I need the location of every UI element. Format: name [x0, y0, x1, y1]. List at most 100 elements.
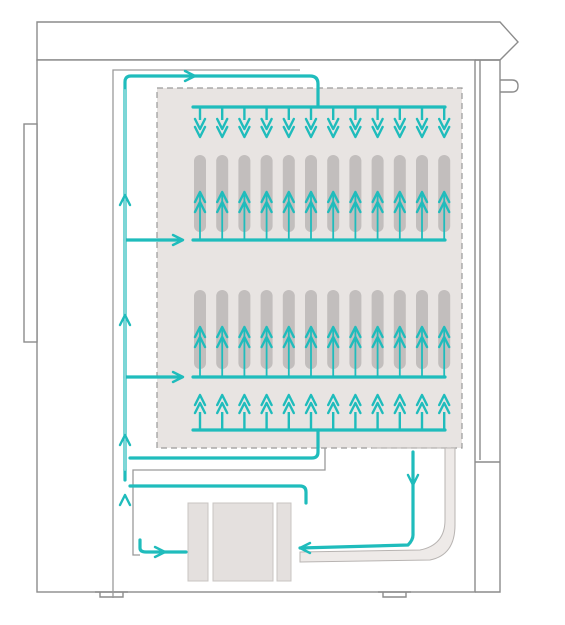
racks: [193, 107, 451, 430]
airflow-arrow-icon: [327, 393, 340, 407]
airflow-arrow-icon: [260, 401, 273, 415]
airflow-arrow-icon: [371, 401, 384, 415]
airflow-arrow-icon: [393, 393, 406, 407]
airflow-arrow-icon: [371, 190, 384, 204]
airflow-line: [128, 428, 320, 460]
airflow-arrow-icon: [327, 125, 340, 139]
airflow-arrow-icon: [438, 190, 451, 204]
airflow-arrow-icon: [349, 325, 362, 339]
airflow-arrow-icon: [327, 200, 340, 214]
airflow-arrow-icon: [153, 545, 167, 559]
airflow-arrow-icon: [371, 393, 384, 407]
airflow-arrow-icon: [438, 200, 451, 214]
airflow-arrow-icon: [393, 335, 406, 349]
airflow-line: [138, 538, 188, 554]
airflow-arrow-icon: [438, 325, 451, 339]
airflow-arrow-icon: [349, 335, 362, 349]
airflow-arrow-icon: [260, 335, 273, 349]
airflow-arrow-icon: [215, 401, 229, 415]
airflow-arrow-icon: [327, 401, 340, 415]
airflow-arrow-icon: [118, 493, 132, 507]
airflow-arrow-icon: [298, 541, 312, 555]
airflow-line: [123, 468, 308, 505]
airflow-arrow-icon: [393, 401, 406, 415]
exhaust-duct: [299, 447, 456, 563]
airflow-arrow-icon: [415, 401, 429, 415]
airflow-arrow-icon: [193, 325, 207, 339]
airflow-paths: [118, 69, 447, 559]
airflow-arrow-icon: [260, 200, 273, 214]
airflow-arrow-icon: [304, 200, 318, 214]
airflow-arrow-icon: [415, 393, 429, 407]
airflow-arrow-icon: [260, 117, 273, 131]
rack-lower-sample-rack: [193, 290, 451, 377]
airflow-arrow-icon: [371, 200, 384, 214]
airflow-arrow-icon: [215, 190, 229, 204]
airflow-arrow-icon: [193, 117, 207, 131]
airflow-arrow-icon: [282, 117, 295, 131]
return-duct-outline: [112, 69, 326, 598]
airflow-arrow-icon: [304, 335, 318, 349]
airflow-arrow-icon: [171, 370, 185, 384]
airflow-arrow-icon: [215, 393, 229, 407]
airflow-arrow-icon: [215, 125, 229, 139]
airflow-arrow-icon: [193, 190, 207, 204]
airflow-arrow-icon: [282, 325, 295, 339]
cabinet-door: [475, 59, 501, 593]
airflow-arrow-icon: [193, 393, 207, 407]
airflow-arrow-icon: [215, 200, 229, 214]
airflow-arrow-icon: [171, 233, 185, 247]
airflow-arrow-icon: [282, 335, 295, 349]
airflow-arrow-icon: [238, 117, 251, 131]
airflow-arrow-icon: [438, 393, 451, 407]
airflow-arrow-icon: [282, 190, 295, 204]
airflow-arrow-icon: [393, 325, 406, 339]
airflow-arrow-icon: [282, 393, 295, 407]
door-handle-icon: [500, 79, 519, 93]
rack-upper-sample-rack: [193, 155, 451, 240]
airflow-arrow-icon: [260, 325, 273, 339]
airflow-arrow-icon: [349, 393, 362, 407]
cabinet-lid: [36, 21, 519, 61]
airflow-arrow-icon: [260, 125, 273, 139]
airflow-arrow-icon: [193, 200, 207, 214]
airflow-arrow-icon: [304, 125, 318, 139]
airflow-arrow-icon: [238, 393, 251, 407]
airflow-arrow-icon: [215, 335, 229, 349]
airflow-arrow-icon: [304, 190, 318, 204]
airflow-arrow-icon: [371, 335, 384, 349]
rack-top-diffuser: [193, 107, 451, 139]
airflow-arrow-icon: [438, 117, 451, 131]
airflow-arrow-icon: [371, 117, 384, 131]
airflow-arrow-icon: [393, 200, 406, 214]
airflow-arrow-icon: [415, 117, 429, 131]
chamber: [156, 87, 463, 449]
airflow-arrow-icon: [238, 200, 251, 214]
airflow-arrow-icon: [349, 117, 362, 131]
foot-icon: [95, 591, 128, 598]
airflow-arrow-icon: [415, 125, 429, 139]
rack-bottom-diffuser: [193, 393, 451, 430]
airflow-arrow-icon: [304, 325, 318, 339]
airflow-arrow-icon: [304, 401, 318, 415]
airflow-arrow-icon: [304, 393, 318, 407]
airflow-arrow-icon: [260, 393, 273, 407]
airflow-line: [123, 74, 320, 472]
airflow-arrow-icon: [304, 117, 318, 131]
airflow-arrow-icon: [349, 200, 362, 214]
airflow-arrow-icon: [118, 433, 132, 447]
side-panel: [23, 123, 38, 343]
airflow-arrow-icon: [118, 313, 132, 327]
airflow-arrow-icon: [349, 401, 362, 415]
airflow-arrow-icon: [238, 125, 251, 139]
airflow-arrow-icon: [238, 401, 251, 415]
airflow-arrow-icon: [327, 335, 340, 349]
airflow-arrow-icon: [327, 325, 340, 339]
airflow-arrow-icon: [438, 335, 451, 349]
airflow-arrow-icon: [238, 325, 251, 339]
airflow-arrow-icon: [349, 190, 362, 204]
airflow-arrow-icon: [406, 473, 420, 487]
airflow-arrow-icon: [193, 401, 207, 415]
